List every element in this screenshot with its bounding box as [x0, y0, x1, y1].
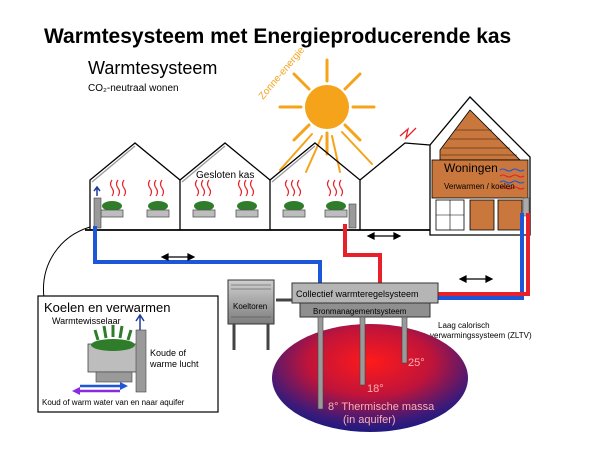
zltv-label-line1: Laag calorisch: [438, 321, 490, 330]
aquifer-temp-warm: 25°: [408, 357, 425, 369]
cooling-tower: [227, 279, 275, 350]
inset-air-label-line1: Koude of: [150, 348, 187, 358]
source-management-label: Bronmanagementsysteem: [313, 307, 407, 316]
greenhouse: [85, 142, 440, 231]
pipes: [93, 213, 530, 300]
house: [429, 96, 531, 236]
inset-water-label: Koud of warm water van en naar aquifer: [42, 398, 185, 407]
wind-icon: [399, 127, 417, 141]
aquifer-temp-cold: 8° Thermische massa: [328, 401, 435, 413]
flow-arrow-icon: [160, 232, 494, 283]
inset-panel: [37, 295, 219, 413]
inset-exchanger-label: Warmtewisselaar: [52, 316, 121, 326]
well-pipes: [317, 316, 408, 410]
warm-pipe-housing: [438, 213, 530, 296]
greenhouse-label: Gesloten kas: [196, 170, 254, 181]
aquifer-temp-mid: 18°: [367, 383, 384, 395]
housing-title: Woningen: [444, 161, 498, 175]
cold-pipe-housing: [438, 213, 524, 300]
sun-icon: [278, 58, 376, 173]
cooling-tower-label: Koeltoren: [233, 302, 267, 311]
central-unit-label: Collectief warmteregelsysteem: [296, 289, 419, 299]
inset-air-label-line2: warme lucht: [149, 359, 199, 369]
sun-label: Zonne-energie: [257, 45, 308, 102]
housing-subtitle: Verwarmen / koelen: [444, 182, 515, 191]
central-unit: [276, 282, 439, 318]
plant-icon: [100, 201, 348, 218]
subtitle-note: CO₂-neutraal wonen: [88, 83, 179, 94]
heat-waves-icon: [499, 168, 525, 190]
heat-waves-icon: [109, 179, 344, 197]
warm-pipe-greenhouse: [343, 224, 382, 287]
zltv-label-line2: verwarmingssysteem (ZLTV): [430, 331, 532, 340]
cold-pipe-greenhouse: [93, 226, 322, 284]
inset-title: Koelen en verwarmen: [44, 300, 170, 315]
aquifer-location: (in aquifer): [343, 414, 396, 426]
subtitle: Warmtesysteem: [88, 58, 217, 78]
page-title: Warmtesysteem met Energieproducerende ka…: [44, 25, 511, 48]
callout-line: [43, 226, 91, 299]
air-duct-icon: [93, 185, 357, 229]
